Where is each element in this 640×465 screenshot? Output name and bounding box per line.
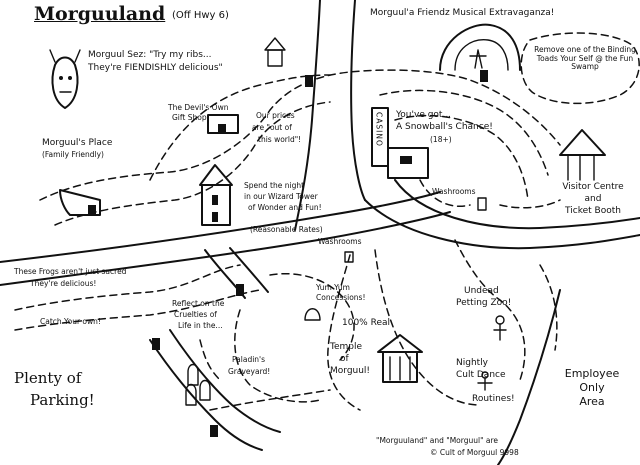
devils-own-gift-shop-building — [207, 114, 239, 134]
road-east-loop — [364, 179, 640, 250]
devils-own-line2: Gift Shop — [172, 113, 207, 122]
morguuls-place-line2: (Family Friendly) — [42, 150, 104, 159]
concessions-line1: Yum Yum — [316, 283, 350, 292]
frogs-line3: Catch Your own! — [40, 317, 101, 326]
cult-dance-icon — [477, 371, 493, 391]
wizard-line4: (Reasonable Rates) — [250, 225, 323, 234]
temple-line1: 100% Real — [342, 318, 390, 328]
musical-stage — [439, 23, 521, 71]
cult-dance-line3: Routines! — [472, 394, 515, 404]
visitor-centre-building — [559, 129, 606, 181]
cult-dance-line2: Cult Dance — [456, 370, 506, 380]
paladins-line1: Paladin's — [232, 355, 266, 364]
zoo-creature-icon — [493, 315, 507, 341]
tower-icon-top — [264, 37, 286, 67]
title-note: (Off Hwy 6) — [172, 10, 229, 21]
visitor-centre-line2: and — [584, 194, 602, 204]
temple-building — [377, 334, 423, 383]
temple-line4: Morguul! — [330, 366, 371, 376]
prices-line3: this world"! — [258, 135, 302, 144]
frogs-line2: They're delicious! — [30, 279, 97, 288]
tagline-line1: Morguul Sez: "Try my ribs... — [88, 50, 212, 60]
morguul-face-icon — [49, 49, 81, 109]
morguuls-place-building — [59, 189, 101, 216]
frogs-line1: These Frogs aren't just sacred — [14, 267, 127, 276]
road-south-east — [497, 289, 561, 465]
parking-line2: Parking! — [30, 391, 95, 409]
footer-line2: © Cult of Morguul 9998 — [430, 448, 519, 457]
reflect-line2: Cruelties of — [174, 310, 217, 319]
washroom-icon-mid — [344, 251, 354, 263]
visitor-centre-line1: Visitor Centre — [562, 182, 624, 192]
paladins-line2: Graveyard! — [228, 367, 271, 376]
gate-markers — [152, 70, 488, 437]
paladin-graves-icon — [185, 363, 211, 406]
road-southwest — [149, 329, 281, 451]
reflect-line3: Life in the... — [178, 321, 223, 330]
washroom-icon-top — [477, 197, 487, 211]
morguuls-place-line1: Morguul's Place — [42, 138, 113, 148]
fun-swamp-bubble — [520, 32, 640, 105]
prices-line2: are "out of — [252, 123, 292, 132]
washrooms-mid-label: Washrooms — [318, 237, 362, 246]
park-title: Morguuland — [34, 3, 166, 25]
undead-zoo-line1: Undead — [464, 286, 499, 296]
tagline-line2: They're FIENDISHLY delicious" — [88, 63, 223, 73]
reflect-line1: Reflect on the — [172, 299, 225, 308]
fun-swamp-note: Remove one of the Binding Toads Your Sel… — [534, 45, 636, 72]
casino-sign: CASINO — [374, 112, 384, 147]
temple-line2: Temple — [330, 342, 363, 352]
cult-dance-line1: Nightly — [456, 358, 489, 368]
employee-line1: Employee — [564, 367, 620, 380]
temple-line3: of — [340, 354, 349, 364]
snowball-line2: A Snowball's Chance! — [396, 122, 493, 132]
musical-extravaganza-label: Morguul'a Friendz Musical Extravaganza! — [370, 8, 555, 18]
footer-line1: "Morguuland" and "Morguul" are — [376, 436, 499, 445]
concessions-icon — [304, 308, 321, 321]
washrooms-top-label: Washrooms — [432, 187, 476, 196]
casino-building — [371, 107, 429, 179]
road-north-vertical — [294, 0, 366, 231]
prices-line1: Our prices — [256, 111, 295, 120]
snowball-line3: (18+) — [430, 135, 452, 144]
concessions-line2: Concessions! — [316, 293, 366, 302]
wizard-line1: Spend the night — [244, 181, 305, 190]
employee-line2: Only — [579, 381, 605, 394]
visitor-centre-line3: Ticket Booth — [565, 206, 621, 216]
wizard-line2: in our Wizard Tower — [244, 192, 318, 201]
parking-line1: Plenty of — [14, 369, 82, 387]
undead-zoo-line2: Petting Zoo! — [456, 298, 512, 308]
wizard-tower-building — [199, 164, 233, 226]
snowball-line1: You've got... — [396, 110, 452, 120]
road-highway-diagonal — [0, 191, 451, 286]
employee-line3: Area — [579, 395, 605, 408]
devils-own-line1: The Devil's Own — [168, 103, 229, 112]
wizard-line3: of Wonder and Fun! — [248, 203, 322, 212]
